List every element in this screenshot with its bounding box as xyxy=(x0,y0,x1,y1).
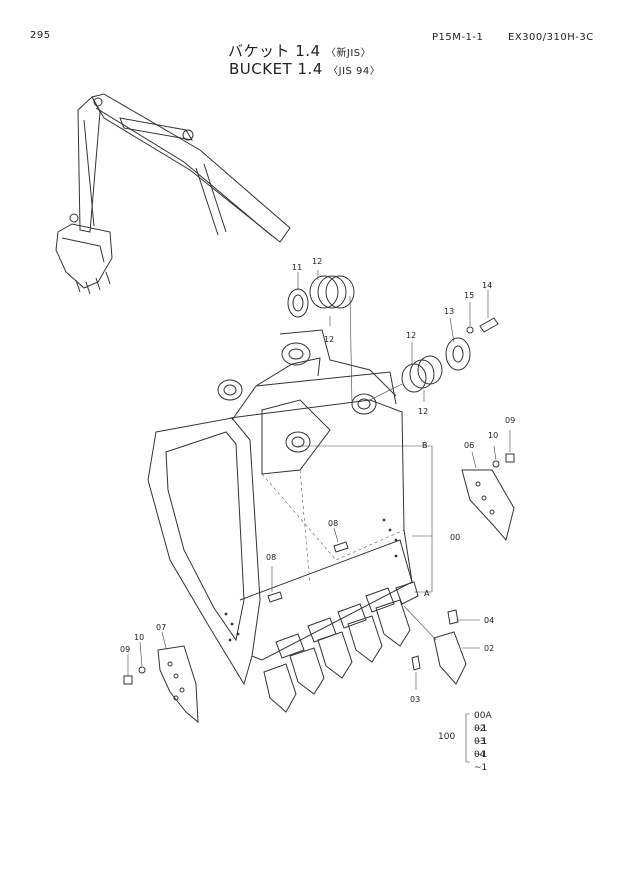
page-code: P15M-1-1 xyxy=(432,32,484,43)
bucket-teeth xyxy=(263,581,419,713)
callout-10-left: 10 xyxy=(134,633,144,642)
callout-02: 02 xyxy=(484,644,494,653)
callout-12-right: 12 xyxy=(406,331,416,340)
excavator-arm-illustration xyxy=(55,93,291,295)
callout-10-right: 10 xyxy=(488,431,498,440)
assembly-item: 00A ~1 xyxy=(474,711,492,734)
assembly-item: 02 ~1 xyxy=(474,724,488,747)
callout-06: 06 xyxy=(464,441,474,450)
pin-seal-group-right xyxy=(369,317,499,401)
callout-12-bottom: 12 xyxy=(324,335,334,344)
leader-lines xyxy=(127,270,511,763)
title-japanese-note: 〈新JIS〉 xyxy=(325,48,372,59)
title-japanese: バケット 1.4 〈新JIS〉 xyxy=(228,40,371,61)
callout-11: 11 xyxy=(292,263,302,272)
callout-08-center: 08 xyxy=(328,519,338,528)
callout-09-left: 09 xyxy=(120,645,130,654)
callout-12-lower: 12 xyxy=(418,407,428,416)
callout-07: 07 xyxy=(156,623,166,632)
title-english: BUCKET 1.4 〈JIS 94〉 xyxy=(229,60,380,78)
callout-A: A xyxy=(424,589,430,598)
page-number: 295 xyxy=(30,30,51,41)
title-english-note: 〈JIS 94〉 xyxy=(328,66,381,77)
title-english-main: BUCKET 1.4 xyxy=(229,60,323,78)
callout-13: 13 xyxy=(444,307,454,316)
callout-15: 15 xyxy=(464,291,474,300)
side-cutter-06 xyxy=(461,453,515,542)
callout-12-top: 12 xyxy=(312,257,322,266)
tooth-parts xyxy=(403,605,467,685)
assembly-number: 100 xyxy=(438,732,456,742)
callout-14: 14 xyxy=(482,281,492,290)
callout-labels: 11 12 12 12 12 13 14 15 10 09 06 B 00 A … xyxy=(120,257,515,704)
assembly-item: 03 ~1 xyxy=(474,737,488,760)
callout-03: 03 xyxy=(410,695,420,704)
side-cutter-07 xyxy=(123,645,199,724)
assembly-item-list: 00A ~1 02 ~1 03 ~1 04 ~1 xyxy=(474,710,492,773)
bolts-08 xyxy=(267,541,349,603)
callout-04: 04 xyxy=(484,616,494,625)
callout-00: 00 xyxy=(450,533,460,542)
bucket-body xyxy=(147,329,413,686)
pin-seal-group-top xyxy=(287,275,355,405)
assembly-item: 04 ~1 xyxy=(474,750,488,773)
model-code: EX300/310H-3C xyxy=(508,32,594,43)
callout-09-right: 09 xyxy=(505,416,515,425)
title-japanese-main: バケット 1.4 xyxy=(228,42,321,60)
callout-08-left: 08 xyxy=(266,553,276,562)
callout-B: B xyxy=(422,441,428,450)
